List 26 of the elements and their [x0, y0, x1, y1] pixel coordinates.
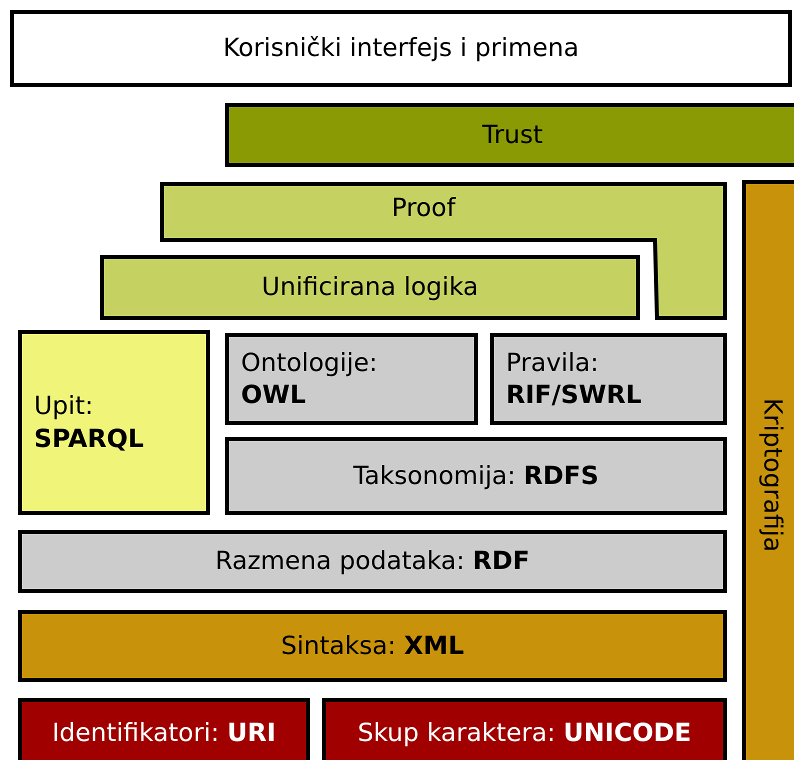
layer-label: Proof [392, 192, 456, 224]
layer-box [225, 437, 727, 515]
layer-box [18, 530, 727, 593]
layer-label: Kriptografija [757, 398, 788, 552]
layer-label: Unificirana logika [262, 271, 478, 304]
layer-label: Upit: SPARQL [34, 390, 145, 454]
layer-label: Ontologije: OWL [241, 346, 378, 411]
layer-label: Pravila: RIF/SWRL [506, 346, 643, 411]
layer-label: Taksonomija: RDFS [353, 460, 599, 492]
vertical-layer-bar [742, 180, 794, 760]
layer-box [10, 10, 792, 87]
layer-box [18, 610, 727, 682]
layer-box [225, 103, 794, 167]
layer-box [225, 333, 478, 425]
layer-label: Trust [482, 118, 543, 151]
layer-label: Korisnički interfejs i primena [223, 32, 579, 64]
layer-label: Skup karaktera: UNICODE [358, 716, 692, 749]
layer-box [18, 698, 310, 760]
layer-box [322, 698, 727, 760]
l-shaped-layer [160, 182, 727, 320]
layer-label: Razmena podataka: RDF [215, 545, 530, 578]
layer-box [18, 330, 210, 515]
layer-label: Sintaksa: XML [280, 630, 464, 662]
layer-label: Identifikatori: URI [52, 716, 276, 749]
layer-box [100, 255, 640, 320]
layer-box [490, 333, 727, 425]
